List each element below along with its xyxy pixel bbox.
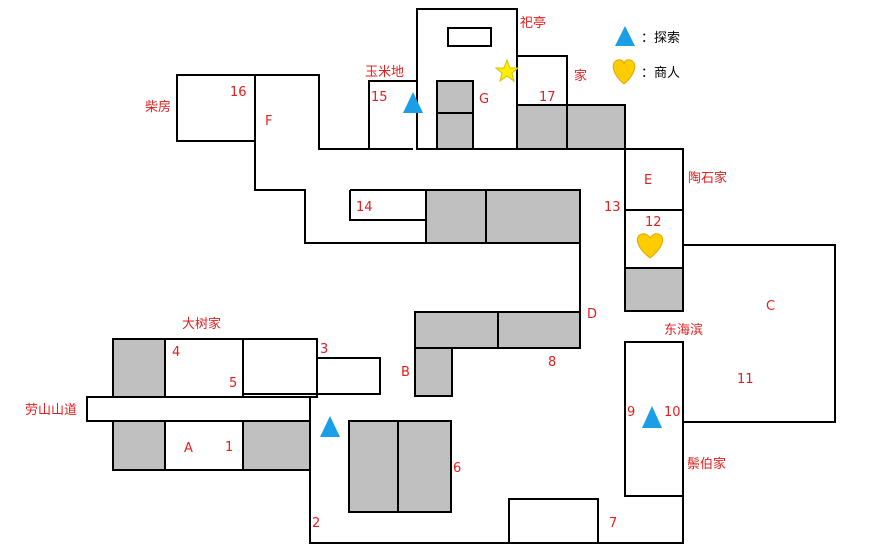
zone-a: A [184,441,193,456]
block-17b [566,104,626,150]
block-1 [242,420,311,471]
block-a1 [112,420,166,471]
num-17: 17 [539,90,556,105]
num-3: 3 [320,342,329,357]
block-b2 [414,347,453,397]
num-8: 8 [548,355,557,370]
block-8 [497,311,581,349]
label-shrine: 祀亭 [520,16,547,31]
triangle-icon [403,92,423,113]
south-wall [309,470,684,544]
num-14: 14 [356,200,373,215]
corridor-14-bottom [349,190,426,221]
block-6a [348,420,399,513]
label-woodshed: 柴房 [145,100,172,115]
corridor-f-top [255,74,413,150]
num-2: 2 [312,516,321,531]
legend-explore-text: ：探索 [641,31,681,46]
block-6b [397,420,452,513]
num-1: 1 [225,440,234,455]
block-b1 [414,311,499,349]
corridor-f-left [254,141,426,244]
legend-merchant-text: ：商人 [641,66,681,81]
triangle-icon [615,26,635,46]
label-jingbo-home: 鬃伯家 [687,457,727,472]
num-16: 16 [230,85,247,100]
label-taoshi-home: 陶石家 [688,171,728,186]
triangle-icon [642,406,662,428]
heart-icon [636,233,664,259]
num-13: 13 [604,200,621,215]
block-14b [485,189,581,244]
num-15: 15 [371,90,388,105]
label-corn-field: 玉米地 [365,65,405,80]
home-wall [517,55,568,105]
block-14a [425,189,487,244]
num-6: 6 [453,461,462,476]
room-3-wall [243,339,381,395]
label-east-beach: 东海滨 [664,323,704,338]
laoshan-road [86,396,311,422]
label-laoshan-road: 劳山山道 [25,403,78,418]
num-12: 12 [645,215,662,230]
block-12 [624,267,684,312]
block-4 [112,338,166,398]
num-10: 10 [664,405,681,420]
num-7: 7 [609,516,618,531]
triangle-icon [320,416,340,437]
block-g1 [436,80,474,114]
label-big-tree-home: 大树家 [182,317,222,332]
zone-d: D [587,307,598,322]
num-4: 4 [172,345,181,360]
num-9: 9 [627,405,636,420]
zone-f: F [265,114,273,129]
num-5: 5 [229,376,238,391]
woodshed-room [176,74,256,142]
block-17a [516,104,568,150]
zone-c: C [766,299,776,314]
zone-b: B [401,365,410,380]
block-g2 [436,112,474,150]
zone-e: E [644,173,653,188]
heart-icon [612,59,636,85]
num-11: 11 [737,372,754,387]
corn-field-wall [368,80,417,149]
south-room [508,498,599,544]
east-beach-area [683,244,836,423]
zone-g: G [479,92,490,107]
shrine-altar [447,27,492,47]
shaded-blocks [112,80,684,513]
star-icon [494,58,520,83]
label-home: 家 [574,69,588,84]
jingbo-house [624,341,684,497]
